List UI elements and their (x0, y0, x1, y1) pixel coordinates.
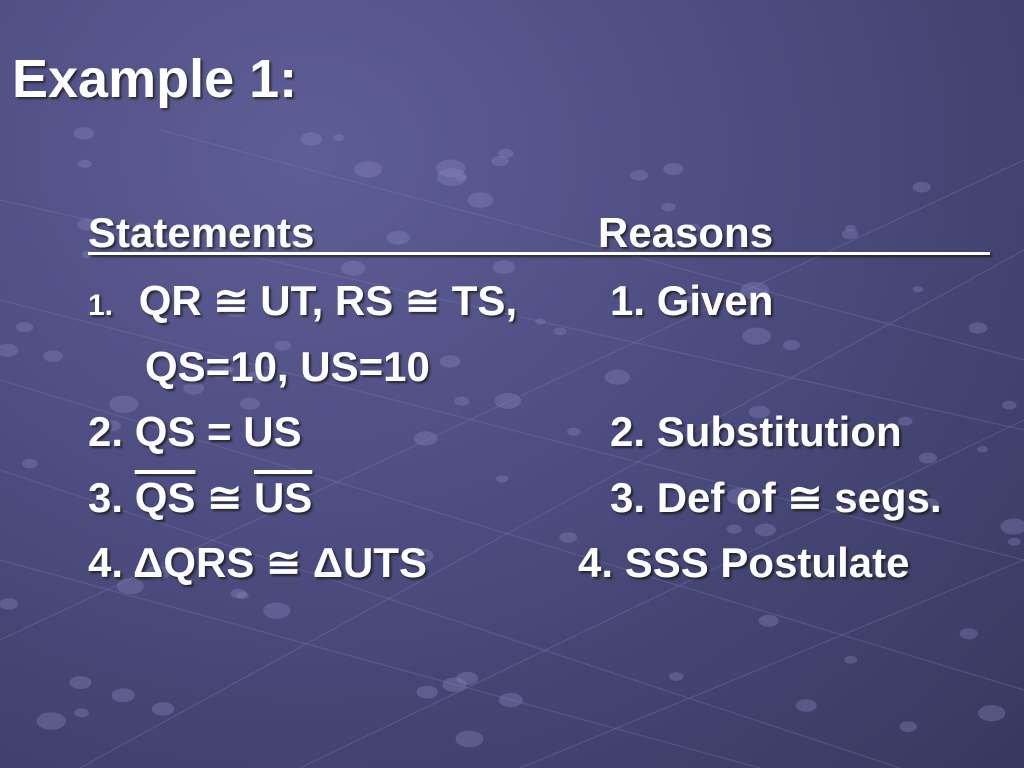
statements-header: Statements (88, 209, 315, 256)
congruent-symbol: ≅ (207, 474, 243, 521)
statement-1-text: QR ≅ UT, RS ≅ TS, (138, 277, 518, 324)
statement-1: 1. QR ≅ UT, RS ≅ TS, (88, 280, 517, 322)
statement-1-continued: QS=10, US=10 (145, 343, 430, 390)
reason-4: 4. SSS Postulate (578, 539, 910, 586)
segment-us: US (253, 474, 313, 521)
statement-3: 3. QS ≅ US (88, 477, 312, 519)
reasons-header: Reasons (598, 209, 774, 256)
segment-qs: QS (134, 474, 196, 521)
statement-2: 2. QS = US (88, 408, 302, 455)
statement-3-number: 3. (88, 474, 124, 521)
reason-1: 1. Given (610, 277, 774, 324)
slide-title: Example 1: (12, 49, 298, 109)
reason-3: 3. Def of ≅ segs. (610, 474, 942, 521)
statement-1-number: 1. (88, 289, 114, 322)
reason-2: 2. Substitution (610, 408, 902, 455)
header-underline (88, 252, 990, 255)
statement-4: 4. ΔQRS ≅ ΔUTS (88, 539, 428, 586)
